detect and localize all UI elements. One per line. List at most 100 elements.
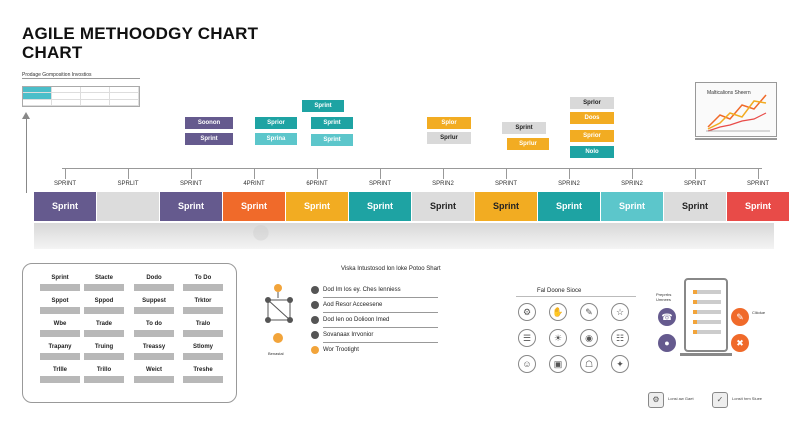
feature-icon: ☀ bbox=[549, 329, 567, 347]
sprint-label: SPRINT bbox=[683, 181, 706, 187]
timeline-tick bbox=[758, 168, 759, 179]
board-cell-bar bbox=[183, 353, 223, 360]
board-cell-bar bbox=[183, 376, 223, 383]
sprint-block: Sprint bbox=[160, 192, 222, 221]
arrow-up-icon bbox=[22, 112, 30, 119]
sprint-label: SPRIN2 bbox=[432, 181, 454, 187]
network-icon bbox=[265, 284, 293, 343]
timeline-tick bbox=[254, 168, 255, 179]
board-cell-label: Dodo bbox=[146, 275, 162, 281]
phone-call-icon: ☎ bbox=[658, 308, 676, 326]
board-cell-label: Sppod bbox=[94, 298, 114, 304]
subtitle: Prodage Gomposition Invostios bbox=[22, 72, 92, 78]
board-cell-bar bbox=[134, 353, 174, 360]
feature-icon: ☖ bbox=[580, 355, 598, 373]
list-item: Aod Resor Acceesene bbox=[323, 302, 383, 308]
sprint-tag: Sprlor bbox=[570, 97, 614, 109]
sprint-tag: Nolo bbox=[570, 146, 614, 158]
feature-icon: ✋ bbox=[549, 303, 567, 321]
list-item: Dod Ien oo Dolioon Imed bbox=[323, 317, 390, 323]
phone-right-label: Cliiolue bbox=[752, 310, 766, 315]
sprint-block: Sprint bbox=[727, 192, 789, 221]
sprint-block: Sprint bbox=[601, 192, 663, 221]
board-cell-bar bbox=[40, 307, 80, 314]
sprint-tag: Sprint bbox=[302, 100, 344, 112]
board-cell-bar bbox=[183, 284, 223, 291]
feature-icon: ☰ bbox=[518, 329, 536, 347]
sprint-block: Sprint bbox=[538, 192, 600, 221]
pencil-icon: ✎ bbox=[731, 308, 749, 326]
board-cell-label: Weict bbox=[146, 367, 162, 373]
board-cell-bar bbox=[84, 376, 124, 383]
board-cell-bar bbox=[84, 307, 124, 314]
feature-icon: ⚙ bbox=[518, 303, 536, 321]
board-cell-label: Wbe bbox=[53, 321, 67, 327]
board-cell-label: Treshe bbox=[193, 367, 213, 373]
board-cell-label: Sppot bbox=[51, 298, 69, 304]
user-icon: ● bbox=[658, 334, 676, 352]
middle-title: Viska Intustosod lon loke Potoo Shart bbox=[341, 266, 441, 272]
list-item: Sovanaax Irrvonior bbox=[323, 332, 374, 338]
timeline-tick bbox=[191, 168, 192, 179]
sprint-label: SPRLIT bbox=[117, 181, 139, 187]
timeline-tick bbox=[569, 168, 570, 179]
list-bullet-icon bbox=[311, 331, 319, 339]
timeline-shadow bbox=[34, 223, 774, 249]
feature-icon: ◉ bbox=[580, 329, 598, 347]
board-cell-label: Truing bbox=[94, 344, 114, 350]
list-item: Wor Trootight bbox=[323, 347, 359, 353]
board-cell-bar bbox=[40, 376, 80, 383]
feature-icon: ☷ bbox=[611, 329, 629, 347]
timeline-tick bbox=[65, 168, 66, 179]
list-bullet-icon bbox=[311, 346, 319, 354]
list-divider bbox=[323, 327, 438, 328]
sprint-block: Sprint bbox=[286, 192, 348, 221]
timeline-tick bbox=[506, 168, 507, 179]
legend-icon: ⚙ bbox=[648, 392, 664, 408]
sprint-tag: Sprior bbox=[570, 130, 614, 142]
board-cell-bar bbox=[84, 330, 124, 337]
list-divider bbox=[323, 297, 438, 298]
mini-table-icon bbox=[22, 86, 140, 107]
board-cell-label: To do bbox=[146, 321, 162, 327]
board-cell-label: Stacte bbox=[94, 275, 113, 281]
trend-chart-icon bbox=[706, 94, 770, 132]
board-cell-label: Trapany bbox=[48, 344, 72, 350]
board-cell-label: Suppest bbox=[142, 298, 166, 304]
sprint-tag: Sprlur bbox=[507, 138, 549, 150]
sprint-label: SPRIN2 bbox=[558, 181, 580, 187]
sprint-label: 4PRINT bbox=[243, 181, 265, 187]
legend-icon: ✓ bbox=[712, 392, 728, 408]
subtitle-divider bbox=[22, 78, 140, 79]
phone-left-label: Preprrbs Umnees bbox=[656, 292, 672, 302]
board-cell-bar bbox=[134, 284, 174, 291]
timeline-tick bbox=[317, 168, 318, 179]
board-cell-label: Trllle bbox=[52, 367, 67, 373]
list-item: Dod Im los ey. Ches Ienniess bbox=[323, 287, 401, 293]
vertical-axis bbox=[26, 118, 27, 193]
sprint-tag: Sprlur bbox=[427, 132, 471, 144]
feature-icon: ☆ bbox=[611, 303, 629, 321]
board-cell-label: Treassy bbox=[142, 344, 166, 350]
feature-icon: ▣ bbox=[549, 355, 567, 373]
icons-panel-title: Fal Doone Sioce bbox=[537, 288, 582, 294]
sprint-label: SPRINT bbox=[746, 181, 769, 187]
board-cell-label: Tralo bbox=[195, 321, 211, 327]
timeline-tick bbox=[695, 168, 696, 179]
chart-stand bbox=[695, 138, 777, 140]
sprint-tag: Sprina bbox=[255, 133, 297, 145]
network-label: Benastal bbox=[268, 351, 284, 356]
timeline-tick bbox=[380, 168, 381, 179]
sprint-label: 6PRINT bbox=[306, 181, 328, 187]
tools-icon: ✖ bbox=[731, 334, 749, 352]
board-cell-bar bbox=[134, 376, 174, 383]
board-cell-bar bbox=[183, 330, 223, 337]
sprint-block: Sprint bbox=[349, 192, 411, 221]
timeline-tick bbox=[443, 168, 444, 179]
sprint-tag: Sprint bbox=[502, 122, 546, 134]
trend-chart-board bbox=[695, 82, 777, 137]
sprint-tag: Sprint bbox=[311, 134, 353, 146]
page-title: AGILE METHOODGY CHART CHART bbox=[22, 24, 259, 62]
sprint-tag: Sprior bbox=[255, 117, 297, 129]
chart-board-title: Malticalions Sheern bbox=[707, 90, 751, 96]
